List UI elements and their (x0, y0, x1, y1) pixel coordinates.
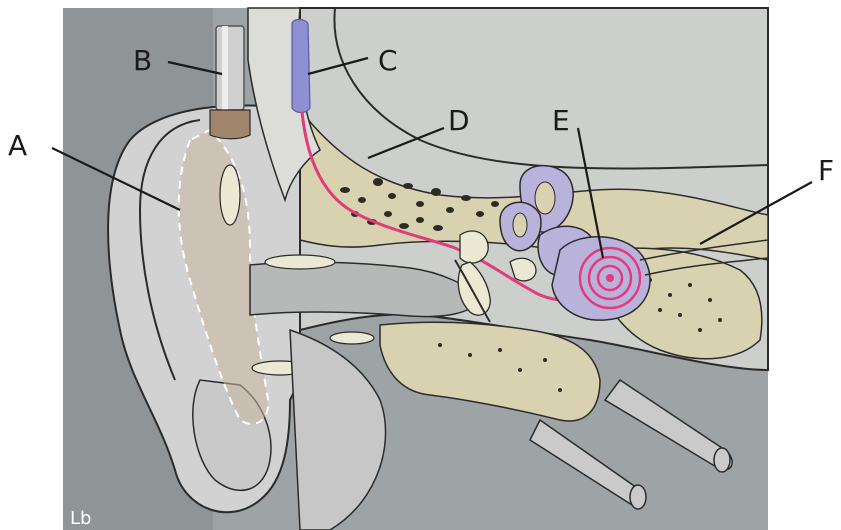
label-e: E (552, 104, 570, 137)
label-a: A (8, 129, 27, 162)
label-f: F (818, 154, 834, 187)
artist-signature: Lb (70, 508, 91, 529)
label-c: C (378, 44, 398, 77)
sound-processor-icon (210, 26, 250, 139)
transmitter-coil-icon (292, 20, 310, 113)
label-b: B (133, 44, 152, 77)
label-d: D (448, 104, 470, 137)
